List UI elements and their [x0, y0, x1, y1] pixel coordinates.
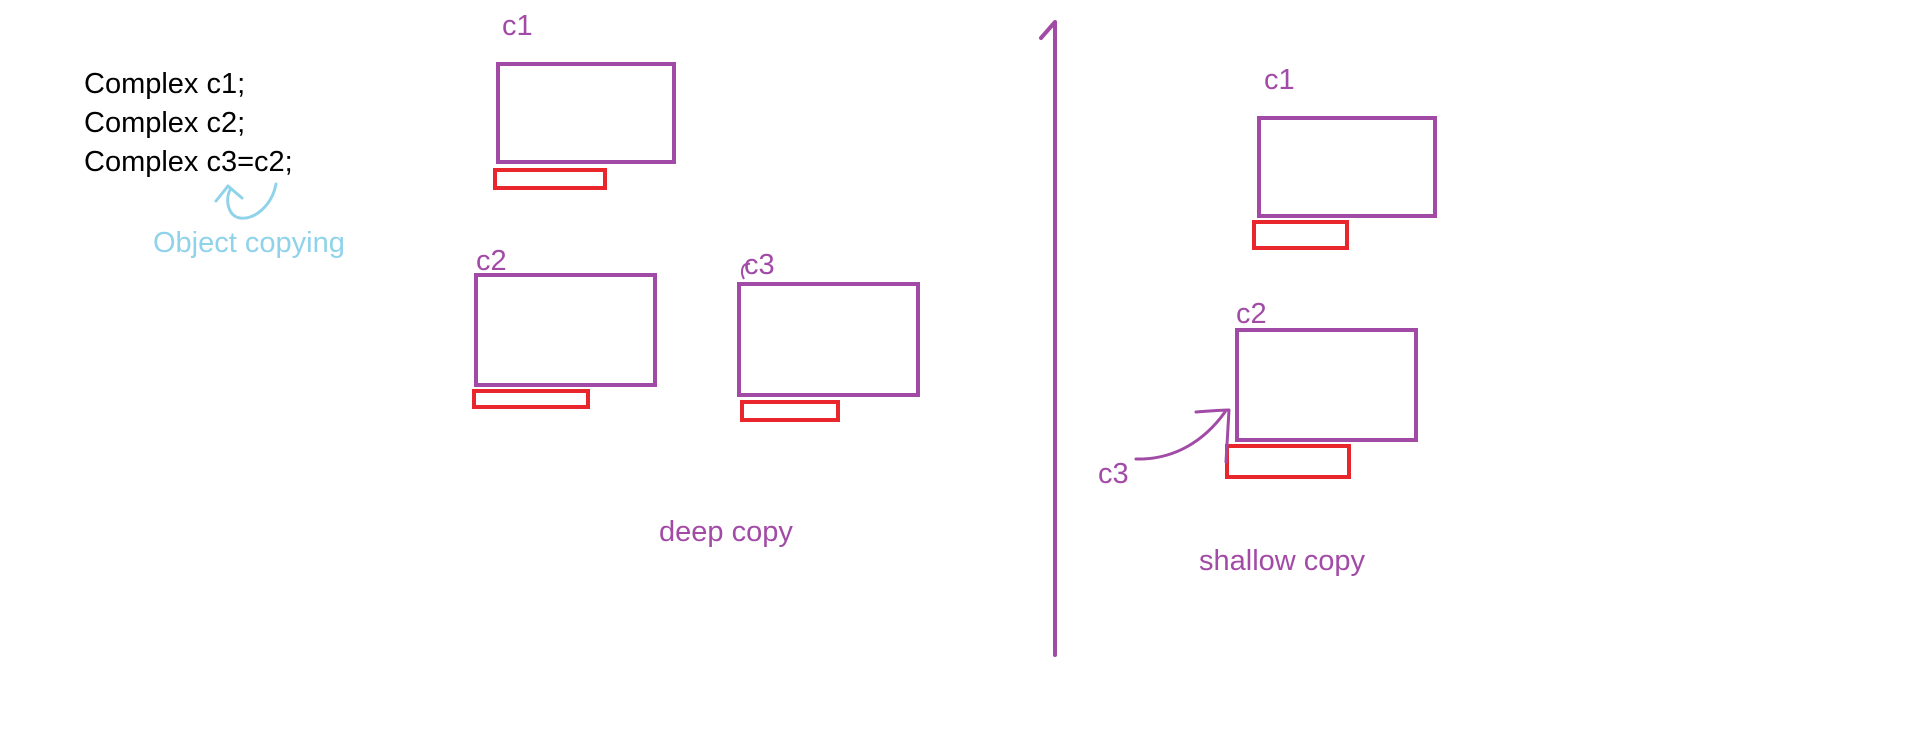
object-copying-arrowhead-icon	[214, 184, 244, 203]
deep-c1-label: c1	[502, 10, 533, 42]
object-copying-arrow-icon	[226, 182, 278, 220]
shallow-c2-label: c2	[1236, 298, 1267, 330]
deep-c3-object-box	[737, 282, 920, 397]
shallow-c1-member-box	[1252, 220, 1349, 250]
shallow-c3-label: c3	[1098, 458, 1129, 490]
deep-copy-caption: deep copy	[659, 516, 793, 548]
shallow-c3-reference-arrow-icon	[1134, 410, 1227, 461]
deep-c3-label: c3	[744, 249, 775, 281]
deep-c1-object-box	[496, 62, 676, 164]
deep-c2-label: c2	[476, 245, 507, 277]
code-line-3: Complex c3=c2;	[84, 146, 293, 178]
section-divider	[1039, 20, 1057, 657]
deep-c3-stray-mark	[741, 262, 751, 280]
code-line-2: Complex c2;	[84, 107, 245, 139]
deep-c1-member-box	[493, 168, 607, 190]
deep-c2-object-box	[474, 273, 657, 387]
shallow-c2-object-box	[1235, 328, 1418, 442]
object-copying-label: Object copying	[153, 227, 345, 259]
shallow-c3-arrowhead-icon	[1194, 408, 1231, 464]
deep-c3-member-box	[740, 400, 840, 422]
shallow-copy-caption: shallow copy	[1199, 545, 1366, 577]
shallow-c1-label: c1	[1264, 64, 1295, 96]
code-line-1: Complex c1;	[84, 68, 245, 100]
shallow-c2-member-box	[1225, 444, 1351, 479]
deep-c2-member-box	[472, 389, 590, 409]
shallow-c1-object-box	[1257, 116, 1437, 218]
